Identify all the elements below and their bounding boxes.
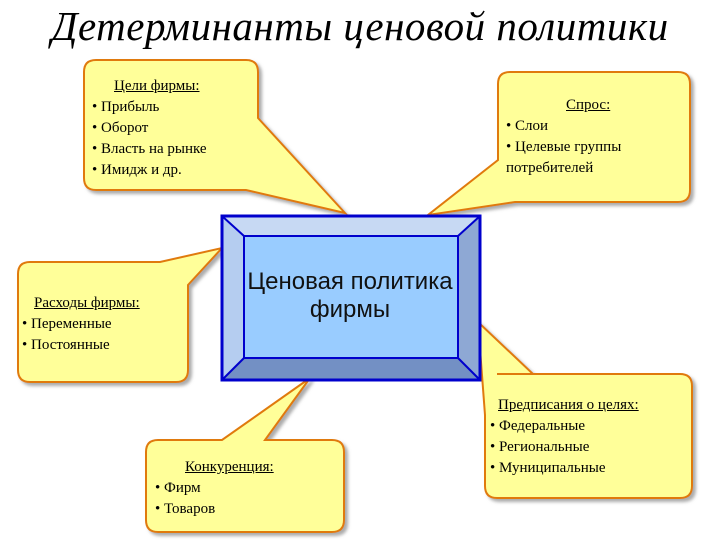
callout-costs-item: • Постоянные (22, 337, 110, 353)
callout-costs: Расходы фирмы: • Переменные • Постоянные (22, 293, 140, 356)
callout-competition-shape (145, 377, 345, 533)
callout-demand-item: • Слои (506, 118, 549, 134)
center-label: Ценовая политика фирмы (243, 268, 457, 324)
callout-regulations-heading: Предписания о целях: (498, 397, 639, 413)
center-label-line2: фирмы (309, 296, 391, 323)
callout-costs-item: • Переменные (22, 316, 112, 332)
callout-demand-item: • Целевые группы (506, 139, 622, 155)
callout-demand-item: потребителей (506, 160, 594, 176)
callout-competition-item: • Товаров (155, 501, 216, 517)
callout-competition-item: • Фирм (155, 480, 201, 496)
callout-demand-heading: Спрос: (566, 97, 611, 113)
callout-goals: Цели фирмы: • Прибыль • Оборот • Власть … (92, 76, 207, 181)
callout-regulations-item: • Муниципальные (490, 460, 606, 476)
callout-regulations-item: • Федеральные (490, 418, 585, 434)
callout-regulations-item: • Региональные (490, 439, 590, 455)
callout-goals-item: • Имидж и др. (92, 162, 182, 178)
page-title: Детерминанты ценовой политики (51, 3, 669, 49)
callout-goals-item: • Прибыль (92, 99, 160, 115)
callout-competition: Конкуренция: • Фирм • Товаров (155, 457, 274, 520)
callout-regulations: Предписания о целях: • Федеральные • Рег… (490, 395, 639, 479)
callout-costs-shape (17, 246, 225, 383)
callout-goals-item: • Власть на рынке (92, 141, 207, 157)
center-beveled-box (220, 214, 482, 382)
callout-goals-shape (83, 59, 348, 215)
callout-regulations-shape (476, 319, 693, 499)
callout-goals-heading: Цели фирмы: (114, 78, 200, 94)
center-label-line1: Ценовая политика (247, 268, 453, 295)
callout-goals-item: • Оборот (92, 120, 149, 136)
callout-costs-heading: Расходы фирмы: (34, 295, 140, 311)
callout-demand: Спрос: • Слои • Целевые группы потребите… (506, 95, 621, 179)
callout-demand-shape (424, 71, 691, 217)
callout-competition-heading: Конкуренция: (185, 459, 274, 475)
